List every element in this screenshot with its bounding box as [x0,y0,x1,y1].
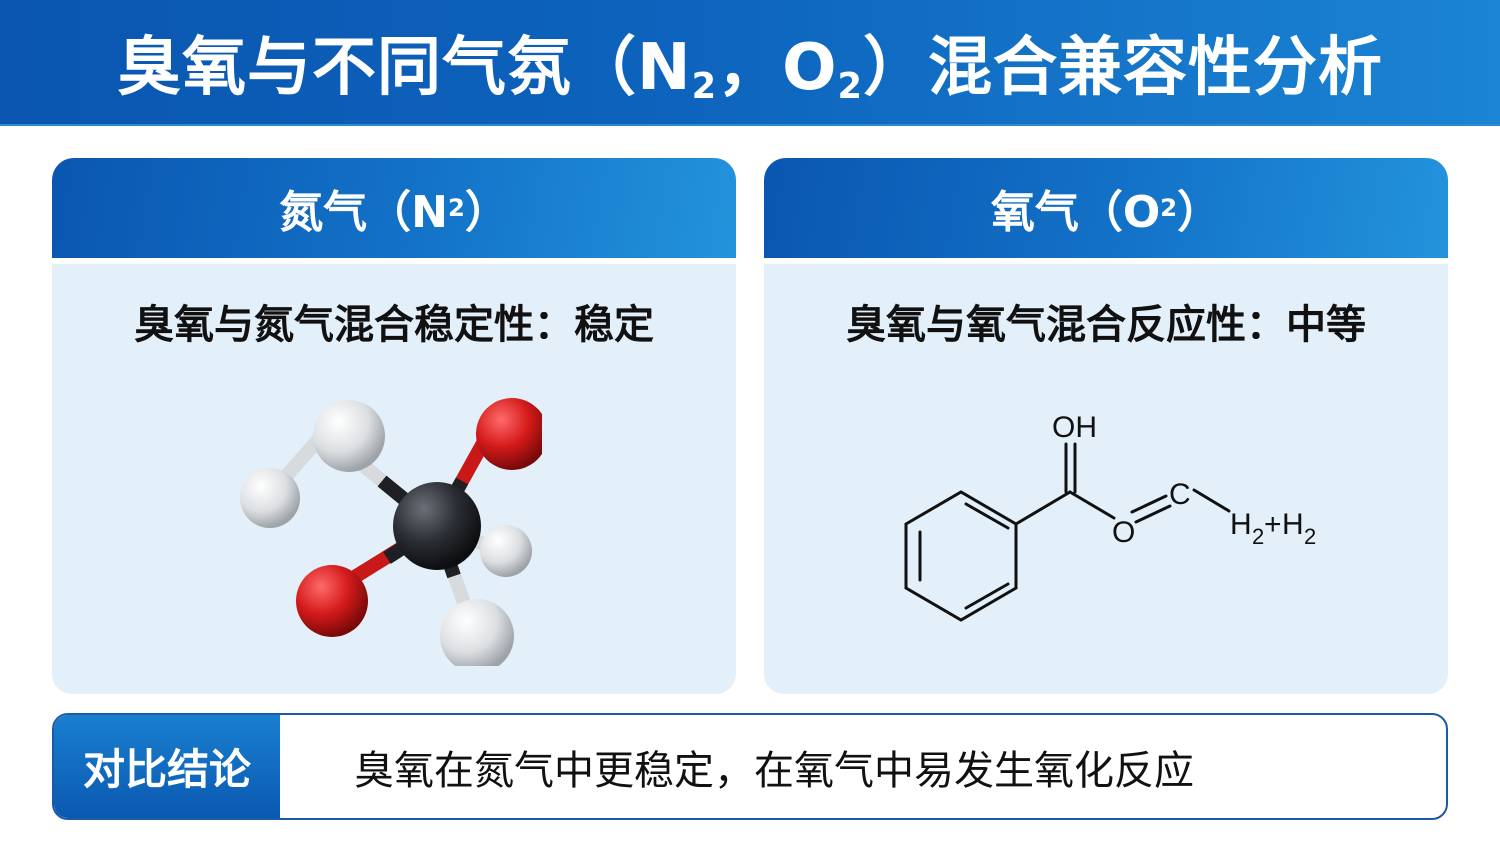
oxygen-reactivity-statement: 臭氧与氧气混合反应性：中等 [846,302,1366,348]
svg-text:C: C [1169,478,1191,511]
conclusion-box: 对比结论 臭氧在氮气中更稳定，在氧气中易发生氧化反应 [52,713,1448,820]
conclusion-label: 对比结论 [54,715,280,818]
title-bar: 臭氧与不同气氛（N2，O2）混合兼容性分析 [0,0,1500,126]
nitrogen-card-body: 臭氧与氮气混合稳定性：稳定 [52,264,736,694]
svg-text:O: O [1112,516,1135,549]
svg-text:2: 2 [1304,524,1316,549]
svg-text:+: + [1264,508,1282,541]
svg-text:H: H [1230,508,1252,541]
nitrogen-stability-statement: 臭氧与氮气混合稳定性：稳定 [134,302,654,348]
molecule-3d-icon [240,398,542,666]
structural-formula-icon: OH O C H 2 + H 2 [904,411,1316,622]
svg-text:H: H [1282,508,1304,541]
svg-text:OH: OH [1052,411,1097,444]
oxygen-card-body: 臭氧与氧气混合反应性：中等 [764,264,1448,694]
conclusion-text: 臭氧在氮气中更稳定，在氧气中易发生氧化反应 [354,747,1194,794]
svg-text:2: 2 [1252,524,1264,549]
page-title: 臭氧与不同气氛（N2，O2）混合兼容性分析 [117,31,1383,107]
